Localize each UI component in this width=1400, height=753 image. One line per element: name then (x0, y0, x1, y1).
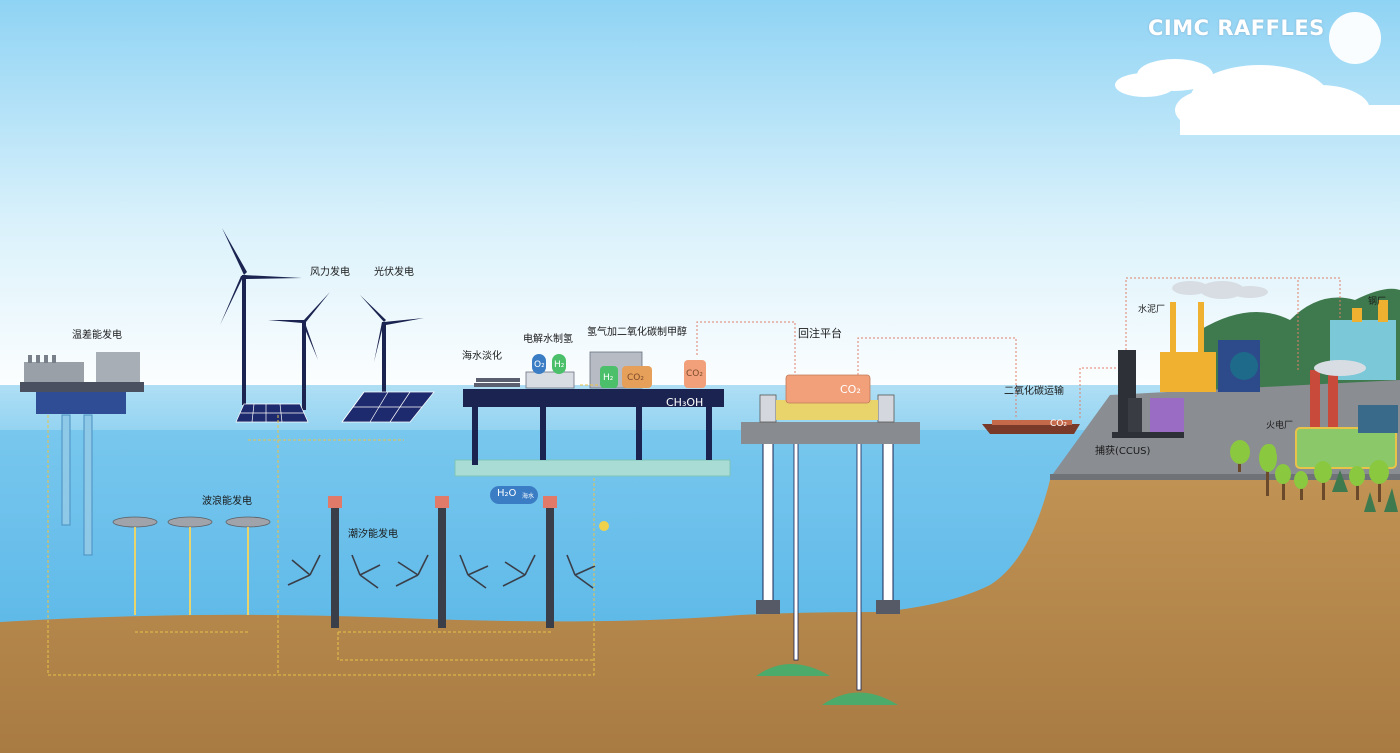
o2-label: O₂ (534, 360, 545, 370)
h2-tank-label: H₂ (603, 373, 614, 383)
processing-platform (454, 351, 731, 477)
trees (1230, 440, 1398, 512)
wind-turbine-2 (268, 292, 330, 410)
brand-logo: CIMC RAFFLES (1148, 16, 1325, 40)
label-methanol: 氢气加二氧化碳制甲醇 (587, 327, 687, 338)
solar-panels-1 (235, 403, 309, 423)
label-ccus: 捕获(CCUS) (1095, 446, 1151, 457)
desalination-unit (474, 378, 520, 387)
ccus-facility (1112, 350, 1184, 438)
h2o-sub-label: 海水 (522, 493, 535, 500)
label-solar: 光伏发电 (374, 267, 414, 278)
methanol-formula: CH₃OH (666, 396, 704, 409)
label-tidal: 潮汐能发电 (348, 529, 398, 540)
label-wind: 风力发电 (310, 267, 350, 278)
h2-label: H₂ (554, 360, 565, 370)
power-cables (47, 384, 600, 676)
power-indicator (599, 521, 609, 531)
label-wave: 波浪能发电 (202, 496, 252, 507)
label-electrolysis: 电解水制氢 (523, 334, 573, 345)
land-edge (1050, 474, 1400, 480)
h2o-label: H₂O (497, 488, 517, 499)
co2-ship-label: CO₂ (1050, 419, 1067, 429)
sun (1329, 12, 1381, 64)
wave-energy-tethers (134, 527, 249, 615)
sky (0, 0, 1400, 400)
co2-platform-label: CO₂ (840, 383, 861, 396)
wind-turbine-1 (220, 228, 302, 405)
label-cement: 水泥厂 (1138, 305, 1166, 315)
clouds (1115, 59, 1400, 135)
label-power-plant: 火电厂 (1266, 421, 1294, 431)
co2-tank-label: CO₂ (627, 373, 644, 383)
seabed (0, 480, 1400, 753)
solar-panels-2 (341, 391, 435, 423)
wind-turbine-3 (360, 295, 424, 400)
co2-pipelines (696, 277, 1341, 418)
methanol-unit (589, 351, 706, 389)
label-otec: 温差能发电 (72, 330, 122, 341)
co2-ship (982, 420, 1080, 434)
label-co2-transport: 二氧化碳运输 (1004, 386, 1064, 397)
smoke-clouds (1172, 281, 1366, 376)
label-desalination: 海水淡化 (462, 351, 502, 362)
cement-factory (1160, 302, 1260, 392)
otec-platform (20, 352, 144, 556)
label-steel: 钢厂 (1368, 297, 1387, 307)
label-reinjection: 回注平台 (798, 327, 842, 340)
tidal-turbines (287, 496, 596, 628)
h2o-tag (490, 486, 538, 504)
reinjection-platform (741, 374, 920, 705)
electrolyzer-unit (525, 354, 575, 389)
thermal-power-plant (1295, 370, 1398, 469)
wave-energy-devices (112, 516, 271, 528)
co2-small-label: CO₂ (686, 369, 703, 379)
